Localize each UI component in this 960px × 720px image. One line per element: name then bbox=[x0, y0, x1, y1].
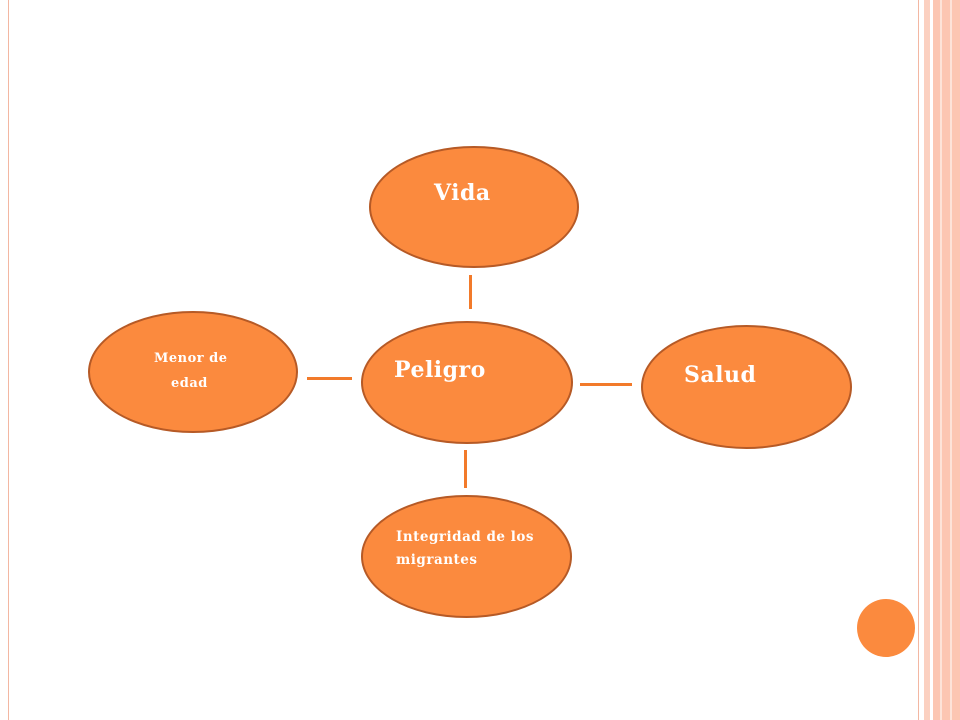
node-vida bbox=[369, 146, 579, 268]
node-vida-label: Vida bbox=[434, 180, 491, 206]
right-decorative-stripe bbox=[940, 0, 942, 720]
node-menor-de-edad bbox=[88, 311, 298, 433]
node-peligro bbox=[361, 321, 573, 444]
connector-center-top bbox=[469, 275, 472, 309]
right-frame-line bbox=[918, 0, 919, 720]
node-menor-de-edad-label-line2: edad bbox=[171, 376, 208, 391]
connector-center-bottom bbox=[464, 450, 467, 488]
right-decorative-stripe bbox=[933, 0, 960, 720]
connector-center-right bbox=[580, 383, 632, 386]
right-decorative-stripe bbox=[950, 0, 952, 720]
node-salud-label: Salud bbox=[684, 362, 757, 388]
node-integridad-label-line1: Integridad de los bbox=[396, 529, 534, 545]
node-salud bbox=[641, 325, 852, 449]
connector-center-left bbox=[307, 377, 352, 380]
node-integridad bbox=[361, 495, 572, 618]
right-decorative-stripe bbox=[924, 0, 930, 720]
left-frame-line bbox=[8, 0, 9, 720]
node-integridad-label-line2: migrantes bbox=[396, 552, 478, 568]
node-menor-de-edad-label-line1: Menor de bbox=[154, 351, 228, 366]
decorative-orange-circle bbox=[857, 599, 915, 657]
node-peligro-label: Peligro bbox=[394, 357, 486, 383]
